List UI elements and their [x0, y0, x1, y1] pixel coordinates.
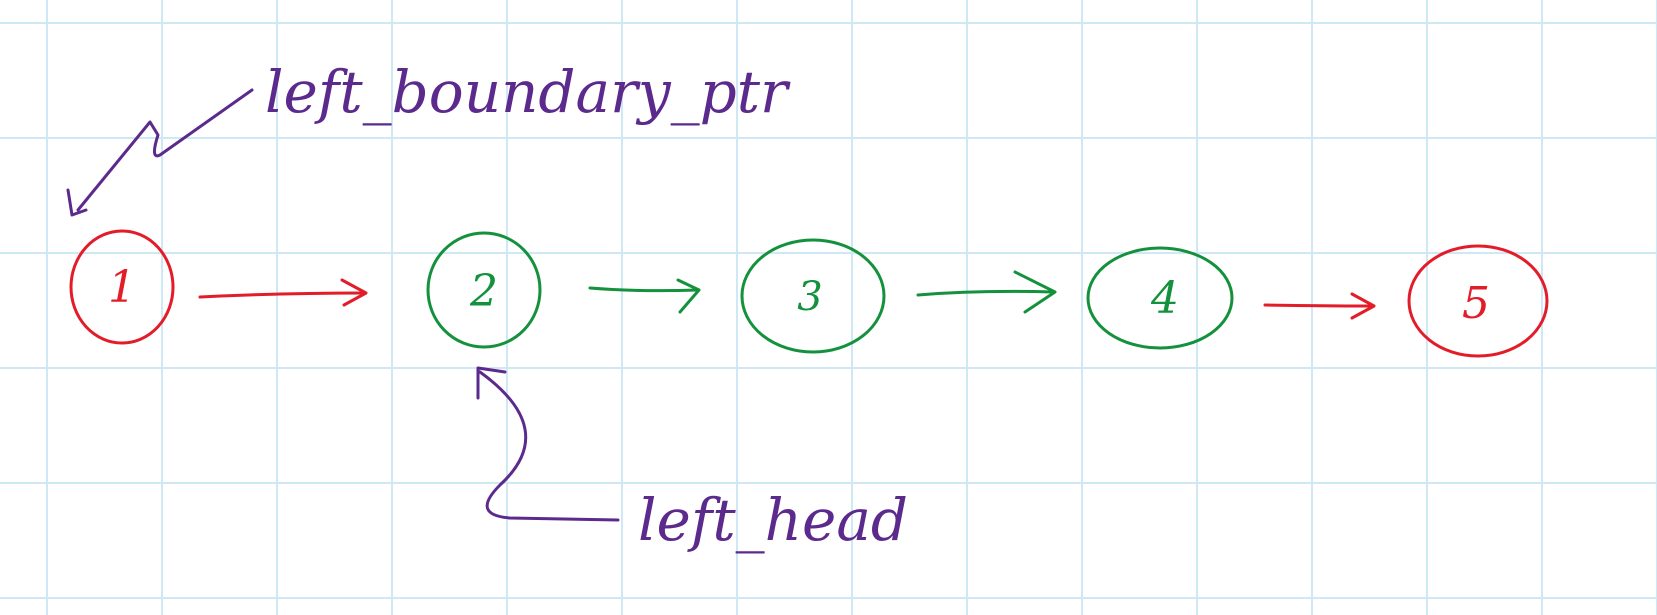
- pointer-left-head: left_head: [476, 366, 908, 554]
- pointer-label-left-boundary-ptr: left_boundary_ptr: [265, 58, 791, 126]
- pointer-arrowhead-left-boundary-ptr: [66, 188, 88, 217]
- pointer-arrowhead-left-head: [476, 366, 507, 400]
- edge-3-to-4: [916, 270, 1057, 314]
- pointer-arrow-left-boundary-ptr: [76, 88, 254, 212]
- node-4-circle: [1086, 246, 1234, 350]
- node-1: 1: [69, 229, 175, 345]
- node-2-label: 2: [469, 266, 498, 317]
- node-2-circle: [426, 231, 542, 349]
- node-4: 4: [1086, 246, 1234, 350]
- arrowhead-4-to-5: [1350, 292, 1376, 320]
- node-2: 2: [426, 231, 542, 349]
- edge-2-to-3: [588, 278, 701, 314]
- node-5-circle: [1407, 244, 1549, 358]
- node-5: 5: [1407, 244, 1549, 358]
- edge-1-to-2: [198, 278, 368, 307]
- node-1-label: 1: [108, 262, 136, 313]
- pointer-left-boundary-ptr: left_boundary_ptr: [66, 58, 791, 217]
- node-3-circle: [740, 238, 886, 354]
- arrowhead-1-to-2: [340, 278, 368, 307]
- pointer-arrow-left-head: [478, 370, 620, 522]
- arrowhead-3-to-4: [1013, 270, 1057, 314]
- edge-4-to-5: [1263, 292, 1376, 320]
- arrowhead-2-to-3: [676, 278, 701, 314]
- node-4-label: 4: [1150, 273, 1179, 324]
- node-3-label: 3: [797, 274, 822, 320]
- node-1-circle: [69, 229, 175, 345]
- pointer-label-left-head: left_head: [638, 486, 908, 554]
- node-5-label: 5: [1462, 278, 1490, 329]
- node-3: 3: [740, 238, 886, 354]
